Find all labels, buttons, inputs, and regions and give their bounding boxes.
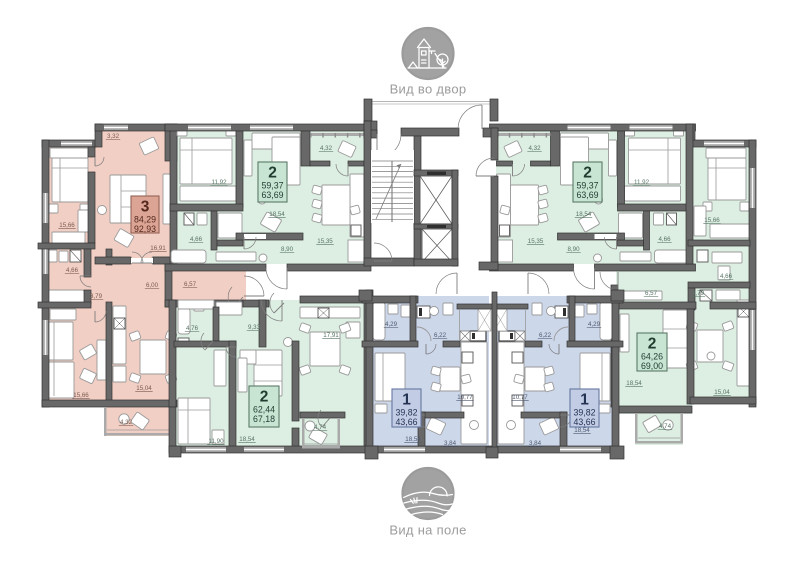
- svg-text:2: 2: [260, 389, 269, 406]
- svg-text:3,84: 3,84: [529, 440, 542, 447]
- svg-text:43,66: 43,66: [395, 417, 417, 427]
- svg-text:10,77: 10,77: [512, 394, 528, 401]
- svg-text:15,04: 15,04: [136, 385, 152, 392]
- svg-text:63,69: 63,69: [261, 190, 283, 200]
- svg-text:4,32: 4,32: [528, 145, 541, 152]
- svg-text:59,37: 59,37: [261, 181, 283, 191]
- svg-text:64,26: 64,26: [641, 352, 663, 362]
- svg-text:11,92: 11,92: [634, 179, 650, 186]
- svg-text:10,77: 10,77: [457, 394, 473, 401]
- svg-text:39,82: 39,82: [395, 408, 417, 418]
- svg-text:15,66: 15,66: [73, 392, 89, 399]
- svg-text:11,92: 11,92: [211, 179, 227, 186]
- svg-text:Вид во двор: Вид во двор: [390, 82, 467, 97]
- svg-text:39,82: 39,82: [573, 408, 595, 418]
- svg-text:15,35: 15,35: [317, 238, 333, 245]
- svg-text:84,29: 84,29: [134, 215, 156, 225]
- svg-text:15,66: 15,66: [704, 217, 720, 224]
- svg-text:2: 2: [648, 336, 657, 353]
- svg-text:92,93: 92,93: [134, 224, 156, 234]
- svg-text:3,79: 3,79: [90, 293, 103, 300]
- svg-text:43,66: 43,66: [573, 417, 595, 427]
- svg-text:15,66: 15,66: [59, 222, 75, 229]
- svg-text:15,35: 15,35: [528, 238, 544, 245]
- svg-text:6,22: 6,22: [434, 332, 447, 339]
- svg-text:2: 2: [583, 165, 592, 182]
- svg-text:4,74: 4,74: [314, 424, 327, 431]
- svg-text:4,74: 4,74: [659, 423, 672, 430]
- svg-text:17,91: 17,91: [323, 332, 339, 339]
- svg-text:4,66: 4,66: [190, 236, 203, 243]
- svg-text:3,84: 3,84: [444, 440, 457, 447]
- svg-text:4,29: 4,29: [588, 321, 601, 328]
- svg-text:4,32: 4,32: [320, 145, 333, 152]
- svg-text:4,29: 4,29: [385, 321, 398, 328]
- svg-text:4,66: 4,66: [66, 267, 79, 274]
- svg-text:3,79: 3,79: [692, 290, 705, 297]
- svg-text:Вид на поле: Вид на поле: [389, 523, 466, 538]
- svg-text:18,54: 18,54: [269, 211, 285, 218]
- svg-text:6,22: 6,22: [539, 332, 552, 339]
- svg-text:3,32: 3,32: [107, 133, 120, 140]
- svg-text:67,18: 67,18: [253, 414, 275, 424]
- svg-text:11,90: 11,90: [208, 438, 224, 445]
- svg-text:4,66: 4,66: [658, 236, 671, 243]
- svg-text:6,00: 6,00: [146, 282, 159, 289]
- svg-text:18,54: 18,54: [576, 211, 592, 218]
- svg-text:8,90: 8,90: [281, 246, 294, 253]
- svg-text:69,00: 69,00: [641, 361, 663, 371]
- svg-text:16,91: 16,91: [150, 245, 166, 252]
- svg-text:6,57: 6,57: [645, 290, 658, 297]
- svg-text:62,44: 62,44: [253, 405, 275, 415]
- svg-text:1: 1: [580, 392, 589, 409]
- svg-text:15,04: 15,04: [714, 389, 730, 396]
- svg-text:18,54: 18,54: [239, 436, 255, 443]
- svg-text:2: 2: [268, 165, 277, 182]
- svg-text:6,57: 6,57: [184, 281, 197, 288]
- svg-text:8,90: 8,90: [567, 246, 580, 253]
- svg-text:63,69: 63,69: [576, 190, 598, 200]
- svg-text:18,54: 18,54: [626, 380, 642, 387]
- svg-text:3: 3: [141, 199, 150, 216]
- svg-text:18,54: 18,54: [574, 427, 590, 434]
- svg-text:4,32: 4,32: [120, 419, 133, 426]
- svg-text:4,76: 4,76: [186, 325, 199, 332]
- svg-text:4,66: 4,66: [720, 273, 733, 280]
- svg-text:1: 1: [402, 392, 411, 409]
- svg-text:59,37: 59,37: [576, 181, 598, 191]
- svg-text:18,54: 18,54: [405, 436, 421, 443]
- svg-text:9,33: 9,33: [248, 324, 261, 331]
